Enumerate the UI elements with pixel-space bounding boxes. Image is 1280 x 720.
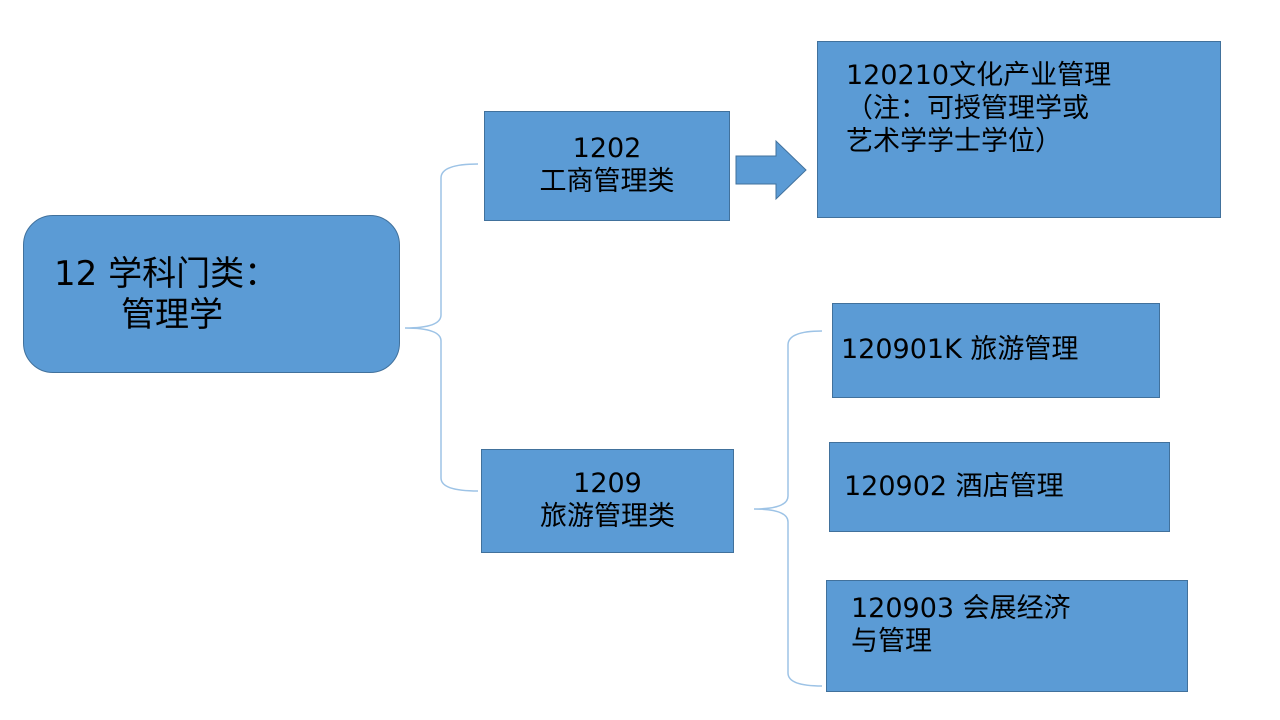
right-arrow-icon (735, 139, 807, 201)
major-line-1: 120903 会展经济 (851, 593, 1071, 624)
tourism-bracket (753, 330, 823, 687)
category-name: 旅游管理类 (540, 501, 675, 532)
category-code: 1209 (573, 468, 642, 500)
major-line-1: 120902 酒店管理 (844, 470, 1064, 502)
major-node-120210: 120210文化产业管理 （注：可授管理学或 艺术学学士学位） (817, 41, 1221, 218)
category-code: 1202 (572, 133, 642, 165)
root-line-2: 管理学 (121, 295, 223, 336)
major-node-120903: 120903 会展经济 与管理 (826, 580, 1188, 692)
major-line-3: 艺术学学士学位） (846, 125, 1062, 157)
major-node-120901k: 120901K 旅游管理 (832, 303, 1160, 398)
root-line-1: 12 学科门类： (54, 254, 279, 294)
major-node-120902: 120902 酒店管理 (829, 442, 1170, 532)
major-line-1: 120210文化产业管理 (846, 60, 1112, 91)
category-node-1209: 1209 旅游管理类 (481, 449, 734, 553)
major-line-1: 120901K 旅游管理 (841, 334, 1079, 366)
category-name: 工商管理类 (539, 166, 675, 197)
major-line-2: 与管理 (851, 625, 932, 657)
category-node-1202: 1202 工商管理类 (484, 111, 730, 221)
root-node-management: 12 学科门类： 管理学 (23, 215, 400, 373)
major-line-2: （注：可授管理学或 (846, 92, 1089, 124)
root-bracket (404, 163, 479, 492)
